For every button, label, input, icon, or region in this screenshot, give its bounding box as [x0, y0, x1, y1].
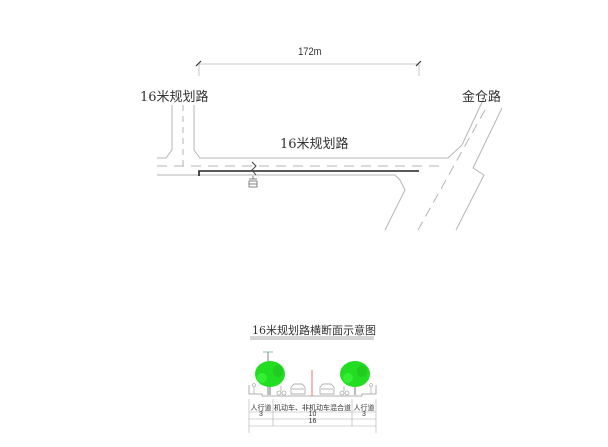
dimension-line [198, 63, 420, 76]
cross-section-drawing [248, 351, 377, 397]
pedestrian-icons [252, 383, 373, 394]
col-sidewalk-left-width: 3 [259, 411, 263, 418]
col-sidewalk-right-width: 3 [362, 411, 366, 418]
tree-left-icon [255, 361, 285, 395]
col-carriageway-label: 机动车、非机动车混合道 [274, 405, 351, 412]
road-label-jincang: 金仓路 [462, 90, 502, 105]
main-road [157, 165, 445, 181]
section-width-table [248, 399, 377, 433]
bicycle-icons [276, 386, 350, 396]
col-carriageway-width: 10 [308, 411, 317, 418]
section-title-underline [250, 336, 374, 340]
tree-right-icon [340, 361, 370, 395]
left-branch-road [157, 105, 448, 166]
jincang-road [384, 97, 503, 231]
dimension-label: 172m [298, 46, 322, 58]
car-icons [290, 383, 335, 395]
col-sidewalk-right-label: 人行道 [353, 405, 375, 412]
survey-marker-icon [248, 176, 258, 188]
section-title: 16米规划路横断面示意图 [252, 324, 376, 337]
col-sidewalk-left-label: 人行道 [250, 405, 272, 412]
road-label-left-branch: 16米规划路 [140, 90, 209, 105]
road-label-main: 16米规划路 [280, 137, 349, 152]
boundary-line [198, 170, 419, 176]
total-width: 16 [308, 418, 317, 425]
break-symbol [251, 161, 257, 176]
